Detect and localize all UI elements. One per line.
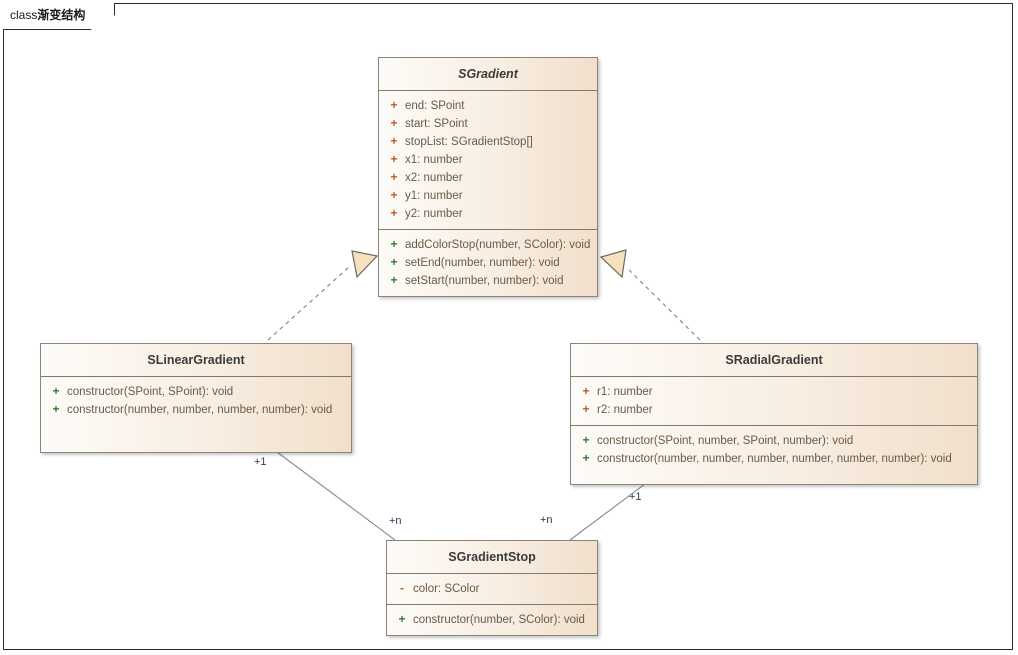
method-row: + constructor(SPoint, number, SPoint, nu… (575, 432, 973, 450)
realization-arrowhead-left (351, 250, 379, 279)
association-linear-to-stop (276, 451, 396, 541)
method-row: + addColorStop(number, SColor): void (383, 236, 593, 254)
attribute-row: + r1: number (575, 383, 973, 401)
method-row: + constructor(number, SColor): void (391, 611, 593, 629)
frame-title-text: 渐变结构 (37, 8, 86, 22)
class-title-slineargradient: SLinearGradient (41, 344, 351, 377)
attribute-row: + y2: number (383, 205, 593, 223)
attribute-row: + r2: number (575, 401, 973, 419)
attribute-row: + end: SPoint (383, 97, 593, 115)
class-methods-slineargradient: + constructor(SPoint, SPoint): void + co… (41, 377, 351, 425)
visibility-marker: + (582, 402, 590, 416)
method-row: + setStart(number, number): void (383, 272, 593, 290)
class-box-sgradient[interactable]: SGradient + end: SPoint + start: SPoint … (378, 57, 598, 297)
method-row: + setEnd(number, number): void (383, 254, 593, 272)
attribute-row: + start: SPoint (383, 115, 593, 133)
attribute-label: start: SPoint (405, 118, 468, 130)
class-methods-sradialgradient: + constructor(SPoint, number, SPoint, nu… (571, 426, 977, 474)
method-label: constructor(SPoint, number, SPoint, numb… (597, 435, 854, 447)
class-box-sradialgradient[interactable]: SRadialGradient + r1: number + r2: numbe… (570, 343, 978, 485)
visibility-marker: + (390, 134, 398, 148)
attribute-row: + x2: number (383, 169, 593, 187)
visibility-marker: + (390, 152, 398, 166)
realization-arrowhead-right (599, 249, 627, 279)
diagram-frame-title: class渐变结构 (3, 3, 85, 28)
visibility-marker: + (390, 116, 398, 130)
visibility-marker: + (390, 237, 398, 251)
frame-keyword: class (10, 8, 38, 22)
visibility-marker: + (582, 433, 590, 447)
method-label: constructor(SPoint, SPoint): void (67, 386, 234, 398)
visibility-marker: + (390, 98, 398, 112)
method-row: + constructor(number, number, number, nu… (575, 450, 973, 468)
multiplicity-stop-right: +n (540, 514, 553, 526)
realization-radial-to-gradient (628, 269, 701, 341)
attribute-label: r2: number (597, 404, 653, 416)
attribute-row: + x1: number (383, 151, 593, 169)
method-label: constructor(number, number, number, numb… (597, 453, 952, 465)
visibility-marker: + (390, 188, 398, 202)
method-label: setEnd(number, number): void (405, 257, 560, 269)
class-attributes-sradialgradient: + r1: number + r2: number (571, 377, 977, 426)
method-label: constructor(number, SColor): void (413, 614, 585, 626)
attribute-label: color: SColor (413, 583, 480, 595)
visibility-marker: + (398, 612, 406, 626)
multiplicity-radial-end: +1 (629, 491, 642, 503)
attribute-label: y2: number (405, 208, 463, 220)
attribute-row: + stopList: SGradientStop[] (383, 133, 593, 151)
visibility-marker: - (400, 581, 404, 595)
class-box-sgradientstop[interactable]: SGradientStop - color: SColor + construc… (386, 540, 598, 636)
attribute-label: x2: number (405, 172, 463, 184)
class-title-sgradientstop: SGradientStop (387, 541, 597, 574)
realization-linear-to-gradient (267, 266, 350, 341)
class-attributes-sgradient: + end: SPoint + start: SPoint + stopList… (379, 91, 597, 230)
method-row: + constructor(SPoint, SPoint): void (45, 383, 347, 401)
visibility-marker: + (52, 402, 60, 416)
multiplicity-stop-left: +n (389, 515, 402, 527)
method-label: addColorStop(number, SColor): void (405, 239, 591, 251)
visibility-marker: + (582, 451, 590, 465)
attribute-label: stopList: SGradientStop[] (405, 136, 533, 148)
visibility-marker: + (390, 170, 398, 184)
class-attributes-sgradientstop: - color: SColor (387, 574, 597, 605)
attribute-row: + y1: number (383, 187, 593, 205)
attribute-row: - color: SColor (391, 580, 593, 598)
class-methods-sgradientstop: + constructor(number, SColor): void (387, 605, 597, 635)
diagram-frame-tab (3, 3, 115, 30)
class-methods-sgradient: + addColorStop(number, SColor): void + s… (379, 230, 597, 296)
class-title-sgradient: SGradient (379, 58, 597, 91)
method-label: setStart(number, number): void (405, 275, 564, 287)
method-label: constructor(number, number, number, numb… (67, 404, 333, 416)
attribute-label: y1: number (405, 190, 463, 202)
visibility-marker: + (390, 273, 398, 287)
class-box-slineargradient[interactable]: SLinearGradient + constructor(SPoint, SP… (40, 343, 352, 453)
attribute-label: end: SPoint (405, 100, 465, 112)
multiplicity-linear-end: +1 (254, 456, 267, 468)
method-row: + constructor(number, number, number, nu… (45, 401, 347, 419)
attribute-label: x1: number (405, 154, 463, 166)
visibility-marker: + (582, 384, 590, 398)
visibility-marker: + (390, 255, 398, 269)
visibility-marker: + (52, 384, 60, 398)
class-title-sradialgradient: SRadialGradient (571, 344, 977, 377)
visibility-marker: + (390, 206, 398, 220)
attribute-label: r1: number (597, 386, 653, 398)
